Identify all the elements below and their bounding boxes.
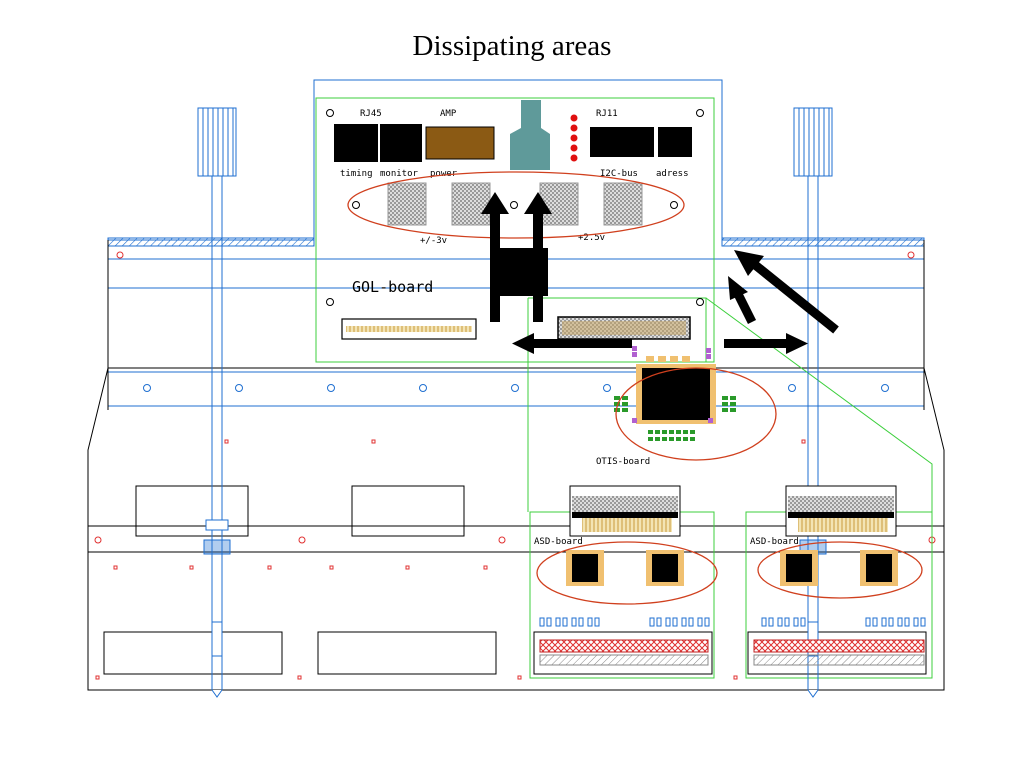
power-label: power [430,169,458,179]
amp-label: AMP [440,109,457,119]
rj11-label: RJ11 [596,109,618,119]
dissipating-areas [347,171,923,605]
otis-board: OTIS-board [596,346,736,467]
rj45-label: RJ45 [360,109,382,119]
asd-board-1-label: ASD-board [534,537,583,547]
rj45-monitor-connector [380,124,422,162]
asd-board-1: ASD-board [534,537,710,666]
pm3v-label: +/-3v [420,236,447,246]
dissipating-area-gol [347,171,685,239]
heat-flow-arrows [481,192,839,354]
arrow-left [512,333,632,354]
asd-chip-1b [652,554,678,582]
dissipating-area-asd-2 [757,541,923,599]
dissipating-area-asd-1 [536,541,718,605]
asd-chip-1a [572,554,598,582]
asd-connectors [569,485,897,537]
rod-right [793,107,833,698]
asd-chip-2a [786,554,812,582]
i2c-bus-label: I2C-bus [600,169,638,179]
arrow-up-right [524,192,552,322]
arrow-right [724,333,808,354]
adress-label: adress [656,169,689,179]
cooling-block [510,100,550,170]
p25v-label: +2.5v [578,233,605,243]
rod-left [197,107,237,698]
otis-chip [642,368,710,420]
arrow-diagonal-short [728,276,757,325]
otis-board-label: OTIS-board [596,457,650,467]
asd-board-2-label: ASD-board [750,537,799,547]
arrow-diagonal-long [734,250,839,334]
regulator-3 [539,182,579,226]
gol-board-label: GOL-board [352,278,433,296]
page-title: Dissipating areas [412,30,612,62]
timing-label: timing [340,169,373,179]
i2c-bus-connector [590,127,654,157]
regulator-1 [387,182,427,226]
dissipating-area-otis [615,367,777,461]
rj45-timing-connector [334,124,378,162]
amp-power-connector [425,126,495,160]
regulator-4 [603,182,643,226]
monitor-label: monitor [380,169,419,179]
regulator-2 [451,182,491,226]
adress-connector [658,127,692,157]
crate-outline [87,240,945,691]
small-markers [95,439,806,680]
arrow-up-left [481,192,509,322]
gol-board: RJ45 AMP RJ11 timing monitor power I2C-b… [326,100,704,340]
led-column [570,114,578,162]
asd-chip-2b [866,554,892,582]
board-outlines [315,97,933,679]
asd-board-2: ASD-board [750,537,926,666]
